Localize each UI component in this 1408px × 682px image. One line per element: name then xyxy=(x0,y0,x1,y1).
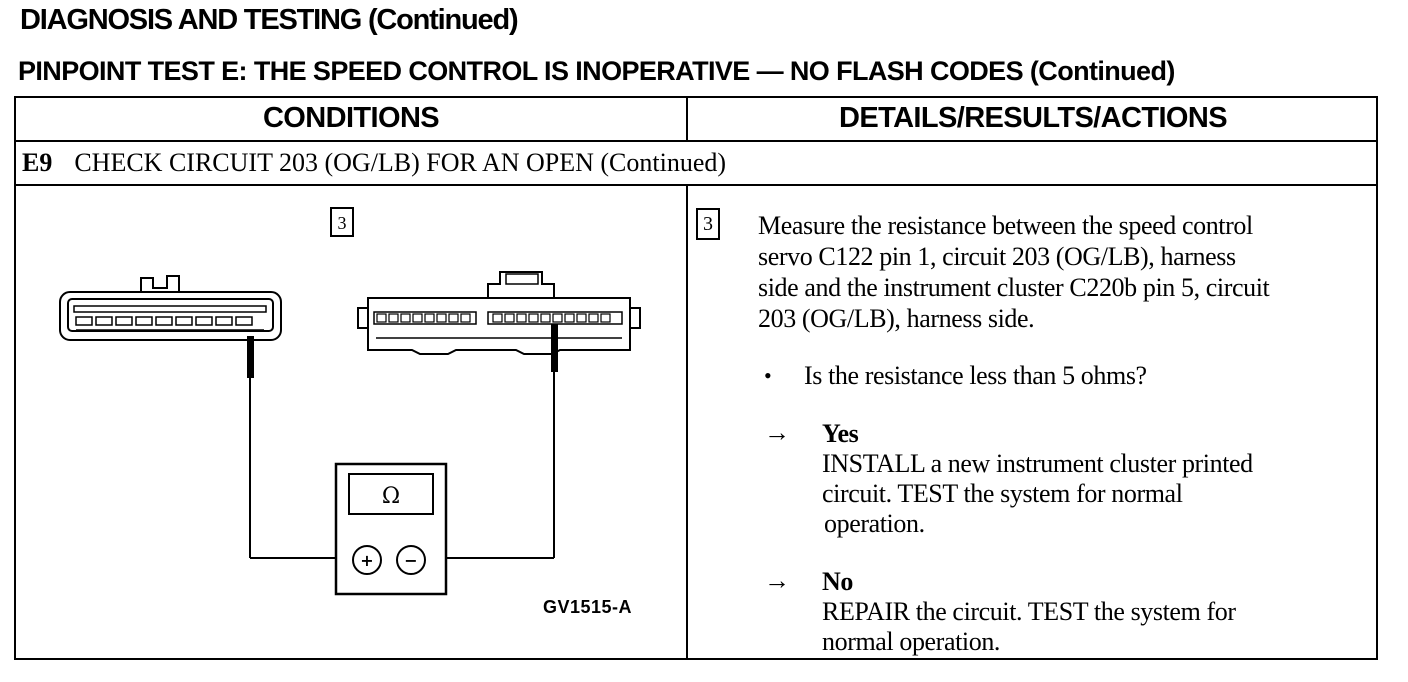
step-id: E9 xyxy=(22,148,53,177)
servo-connector-icon xyxy=(59,275,282,341)
test-figure: 3 xyxy=(16,186,686,660)
header-divider xyxy=(686,98,688,140)
negative-terminal-icon xyxy=(396,545,426,575)
details-header: DETAILS/RESULTS/ACTIONS xyxy=(839,102,1228,134)
yes-action-line: INSTALL a new instrument cluster printed xyxy=(822,449,1253,478)
step-heading: E9 CHECK CIRCUIT 203 (OG/LB) FOR AN OPEN … xyxy=(22,148,726,178)
step-rule xyxy=(16,184,1376,186)
positive-terminal-icon xyxy=(352,545,382,575)
figure-step-marker: 3 xyxy=(330,207,354,237)
svg-text:+: + xyxy=(360,551,373,570)
instruction-line: Measure the resistance between the speed… xyxy=(758,211,1253,240)
no-action-line: normal operation. xyxy=(822,627,1001,656)
header-rule xyxy=(16,140,1376,142)
svg-text:−: − xyxy=(404,551,417,570)
yes-arrow-icon: → xyxy=(764,418,790,447)
step-title: CHECK CIRCUIT 203 (OG/LB) FOR AN OPEN (C… xyxy=(74,148,727,177)
page-title: DIAGNOSIS AND TESTING (Continued) xyxy=(20,4,519,36)
bullet-icon: • xyxy=(764,363,772,388)
meter-probe-right xyxy=(551,324,558,558)
pinpoint-test-title: PINPOINT TEST E: THE SPEED CONTROL IS IN… xyxy=(18,56,1175,86)
instruction-line: side and the instrument cluster C220b pi… xyxy=(758,273,1270,302)
pinpoint-table: CONDITIONS DETAILS/RESULTS/ACTIONS E9 CHE… xyxy=(14,96,1378,660)
ohm-symbol: Ω xyxy=(382,484,400,509)
meter-probe-left xyxy=(247,336,254,558)
svg-text:3: 3 xyxy=(338,213,347,233)
yes-label: Yes xyxy=(822,419,859,448)
body-divider xyxy=(686,184,688,660)
instruction-line: 203 (OG/LB), harness side. xyxy=(758,304,1035,333)
ohmmeter-icon: Ω + − xyxy=(334,462,448,596)
cluster-connector-icon xyxy=(357,271,641,355)
connector-diagram: 3 xyxy=(59,207,641,596)
conditions-header: CONDITIONS xyxy=(262,102,440,134)
no-arrow-icon: → xyxy=(764,566,790,595)
instruction-line: servo C122 pin 1, circuit 203 (OG/LB), h… xyxy=(758,242,1236,271)
no-label: No xyxy=(822,567,853,596)
yes-action-line: circuit. TEST the system for normal xyxy=(822,479,1183,508)
no-action-line: REPAIR the circuit. TEST the system for xyxy=(822,597,1236,626)
figure-code: GV1515-A xyxy=(543,597,633,617)
details-step-marker: 3 xyxy=(696,208,720,240)
details-panel: 3 Measure the resistance between the spe… xyxy=(688,186,1378,660)
yes-action-line: operation. xyxy=(824,509,925,538)
question-text: Is the resistance less than 5 ohms? xyxy=(804,361,1147,390)
